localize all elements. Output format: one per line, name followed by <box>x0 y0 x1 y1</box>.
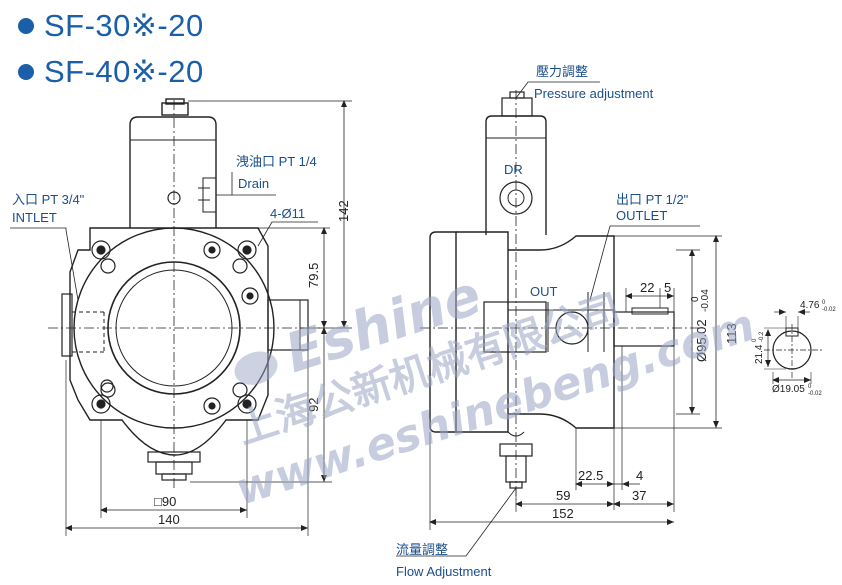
shaft-section-text: 4.76 0 -0.02 21.4 0 -0.2 Ø19.05 0 -0.02 <box>752 300 836 397</box>
dim-113: 113 <box>724 323 739 344</box>
mount-holes <box>91 191 259 415</box>
dim-4-76-tol-dn: -0.02 <box>822 307 836 313</box>
shaft-section <box>764 309 822 384</box>
dr-label: DR <box>504 162 523 177</box>
dim-79-5: 79.5 <box>306 263 321 288</box>
model-title: SF-40※-20 <box>44 54 204 89</box>
drain-label-en: Drain <box>238 176 269 191</box>
side-view <box>396 81 722 557</box>
dim-37: 37 <box>632 488 646 503</box>
flow-label-cn: 流量調整 <box>396 542 448 557</box>
dim-21-4: 21.4 <box>754 344 765 364</box>
inlet-label-en: INTLET <box>12 210 57 225</box>
title-row-1: SF-30※-20 <box>18 8 204 44</box>
outlet-label-en: OUTLET <box>616 208 667 223</box>
dim-21-4-tol-dn: -0.2 <box>759 331 765 342</box>
dim-21-4-tol-up: 0 <box>752 338 758 342</box>
dim-19-05-tol-up: 0 <box>808 384 812 390</box>
watermark: Eshine 上海公新机械有限公司 www.eshinebeng.com <box>229 263 761 516</box>
dim-4-76-tol-up: 0 <box>822 300 826 306</box>
dim-22-5: 22.5 <box>578 468 603 483</box>
pressure-label-cn: 壓力調整 <box>536 64 588 79</box>
dim-4: 4 <box>636 468 643 483</box>
bullet-icon <box>18 18 34 34</box>
dim-95-tol-dn: -0.04 <box>700 289 711 312</box>
front-view <box>10 98 352 536</box>
front-view-text: 入口 PT 3/4" INTLET 洩油口 PT 1/4 Drain 4-Ø11… <box>12 154 351 527</box>
dim-22: 22 <box>640 280 654 295</box>
upper-housing <box>129 116 217 228</box>
pump-body <box>69 227 269 456</box>
dim-90: □90 <box>154 494 176 509</box>
side-view-text: 壓力調整 Pressure adjustment DR 出口 PT 1/2" O… <box>396 64 739 579</box>
pressure-bolt-top <box>161 102 189 116</box>
watermark-logo-icon <box>234 351 278 385</box>
inlet-label-cn: 入口 PT 3/4" <box>12 192 85 207</box>
bullet-icon <box>18 64 34 80</box>
dim-92: 92 <box>306 398 321 412</box>
dim-95-tol-up: 0 <box>690 296 701 302</box>
holes-label: 4-Ø11 <box>270 206 305 221</box>
outlet-label-cn: 出口 PT 1/2" <box>616 192 689 207</box>
pressure-label-en: Pressure adjustment <box>534 86 654 101</box>
out-label: OUT <box>530 284 558 299</box>
pressure-bolt-cap <box>165 98 185 105</box>
dim-142: 142 <box>336 200 351 222</box>
title-row-2: SF-40※-20 <box>18 54 204 90</box>
dim-4-76: 4.76 <box>800 300 820 311</box>
dim-140: 140 <box>158 512 180 527</box>
dim-59: 59 <box>556 488 570 503</box>
dim-95: Ø95.02 <box>694 319 709 362</box>
dim-152: 152 <box>552 506 574 521</box>
dim-19-05: Ø19.05 <box>772 384 805 395</box>
dim-5: 5 <box>664 280 671 295</box>
dim-19-05-tol-dn: -0.02 <box>808 391 822 397</box>
drain-label-cn: 洩油口 PT 1/4 <box>236 154 317 169</box>
model-title: SF-30※-20 <box>44 8 204 43</box>
flow-label-en: Flow Adjustment <box>396 564 492 579</box>
